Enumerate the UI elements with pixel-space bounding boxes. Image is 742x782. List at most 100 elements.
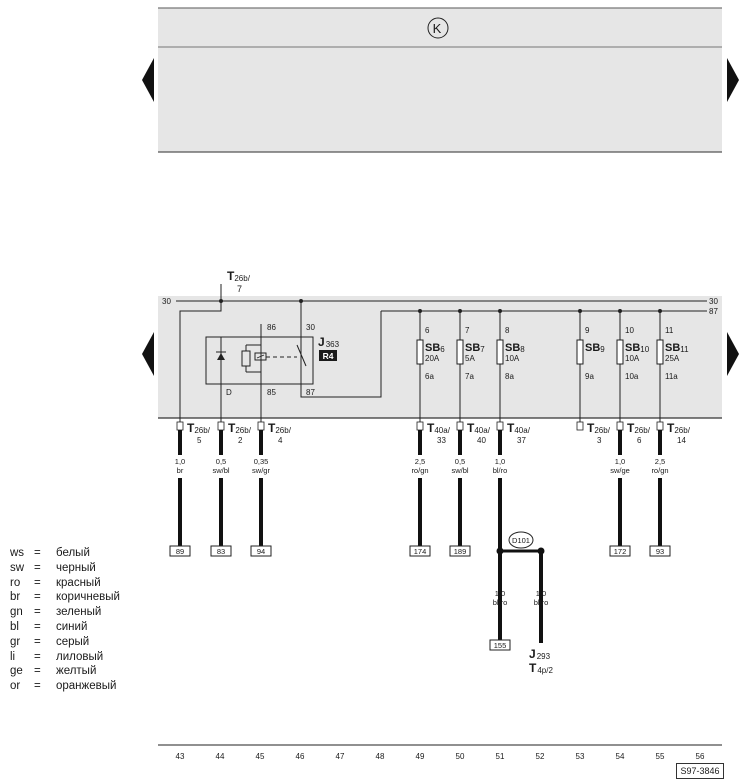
header-symbol-circle	[427, 17, 449, 39]
connector-label: T26b/14	[656, 421, 691, 445]
relay-contact-icon	[296, 324, 307, 397]
fuse-name: SB9	[585, 342, 605, 354]
fuse-bottom-pin: 6a	[425, 372, 434, 381]
fuse-top-pin: 10	[625, 326, 634, 335]
relay-diode-icon	[216, 351, 226, 360]
fuse-bottom-pin: 9a	[585, 372, 594, 381]
wire-color: br	[177, 466, 184, 475]
relay-pin-86: 86	[267, 323, 276, 332]
fuse-bottom-pin: 10a	[625, 372, 639, 381]
fuse-bottom-pin: 8a	[505, 372, 514, 381]
track-number: 52	[536, 752, 545, 761]
branch-2-color: bl/ro	[534, 598, 549, 607]
relay-j363: 86 30 85 87 D J363 R4	[205, 323, 340, 422]
fuse-rating: 5A	[465, 354, 475, 363]
next-page-arrow-mid[interactable]	[727, 332, 739, 376]
destination-connector: T4p/2	[529, 661, 553, 675]
legend-row: gr=серый	[10, 635, 90, 648]
bus-87-right-label: 87	[709, 307, 718, 316]
fuse-bottom-pin: 11a	[665, 372, 678, 381]
wire: 1,0bl/ro	[493, 430, 507, 551]
connector-pin: 5	[197, 436, 202, 445]
wire-ref: 89	[176, 547, 184, 556]
connector-name: T26b/	[268, 421, 292, 435]
wire-ref-box	[609, 545, 631, 557]
splice-d101: D101 1,0 bl/ro 1,0 bl/ro 155 J293 T4p/2	[489, 531, 553, 675]
connector-name: T40a/	[467, 421, 491, 435]
wire-size: 0,5	[455, 457, 465, 466]
splice-label: D101	[512, 536, 530, 545]
legend-row: sw=черный	[10, 561, 96, 574]
fuse-body-icon	[616, 339, 624, 365]
fuse-name: SB6	[425, 342, 445, 354]
connector-group: T26b/5T26b/2T26b/4T40a/33T40a/40T40a/37T…	[169, 364, 691, 557]
top-connector-label: T26b/	[227, 269, 251, 283]
fuse-rating: 10A	[625, 354, 640, 363]
fuse-top-pin: 7	[465, 326, 470, 335]
track-number: 47	[336, 752, 345, 761]
track-number: 56	[696, 752, 705, 761]
connector-pin-icon	[257, 421, 265, 431]
connector-pin: 3	[597, 436, 602, 445]
wire-ref-box	[649, 545, 671, 557]
connector-label: T40a/40	[456, 421, 491, 445]
wire-ref: 172	[614, 547, 627, 556]
legend-row: li=лиловый	[10, 650, 104, 663]
wire-color: sw/bl	[451, 466, 468, 475]
bus-lines	[176, 300, 707, 422]
connector-label: T26b/2	[217, 421, 252, 445]
legend-row: br=коричневый	[10, 591, 120, 604]
fuse-top-pin: 9	[585, 326, 590, 335]
legend-row: ro=красный	[10, 576, 101, 589]
connector-pin-icon	[217, 421, 225, 431]
prev-page-arrow-top[interactable]	[142, 58, 154, 102]
connector-label: T40a/33	[416, 421, 451, 445]
connector-name: T26b/	[228, 421, 252, 435]
wire-size: 0,35	[254, 457, 269, 466]
wire-size: 2,5	[655, 457, 665, 466]
relay-pin-87: 87	[306, 388, 315, 397]
wire-ref-box	[250, 545, 272, 557]
prev-page-arrow-mid[interactable]	[142, 332, 154, 376]
track-number: 53	[576, 752, 585, 761]
connector-pin: 40	[477, 436, 486, 445]
branch-1-size: 1,0	[495, 589, 505, 598]
bus-30-right-label: 30	[709, 297, 718, 306]
wire-ref: 174	[414, 547, 427, 556]
track-number: 50	[456, 752, 465, 761]
branch-1-ref: 155	[494, 641, 507, 650]
connector-name: T40a/	[427, 421, 451, 435]
relay-id: J363	[318, 335, 340, 349]
connector-pin-icon	[616, 421, 624, 431]
wire-color: ro/gn	[411, 466, 428, 475]
connector-name: T26b/	[667, 421, 691, 435]
connector-pin: 14	[677, 436, 686, 445]
connector-pin-icon	[576, 421, 584, 431]
wire-ref: 189	[454, 547, 467, 556]
relay-pin-85: 85	[267, 388, 276, 397]
branch-2-size: 1,0	[536, 589, 546, 598]
wire-ref-box	[169, 545, 191, 557]
connector-name: T26b/	[187, 421, 211, 435]
wire-size: 2,5	[415, 457, 425, 466]
legend-row: bl=синий	[10, 620, 88, 633]
next-page-arrow-top[interactable]	[727, 58, 739, 102]
wire-ref-box	[449, 545, 471, 557]
connector-pin-icon	[456, 421, 464, 431]
wire-ref: 93	[656, 547, 664, 556]
fuse-name: SB8	[505, 342, 525, 354]
connector-name: T40a/	[507, 421, 531, 435]
wire-color: sw/ge	[610, 466, 630, 475]
relay-badge: R4	[323, 351, 334, 361]
fuse-name: SB11	[665, 342, 689, 354]
wire-color-legend: ws=белый sw=черный ro=красный br=коричне…	[10, 546, 120, 694]
fuse-bottom-pin: 7a	[465, 372, 474, 381]
fuse-body-icon	[576, 339, 584, 365]
track-number: 51	[496, 752, 505, 761]
